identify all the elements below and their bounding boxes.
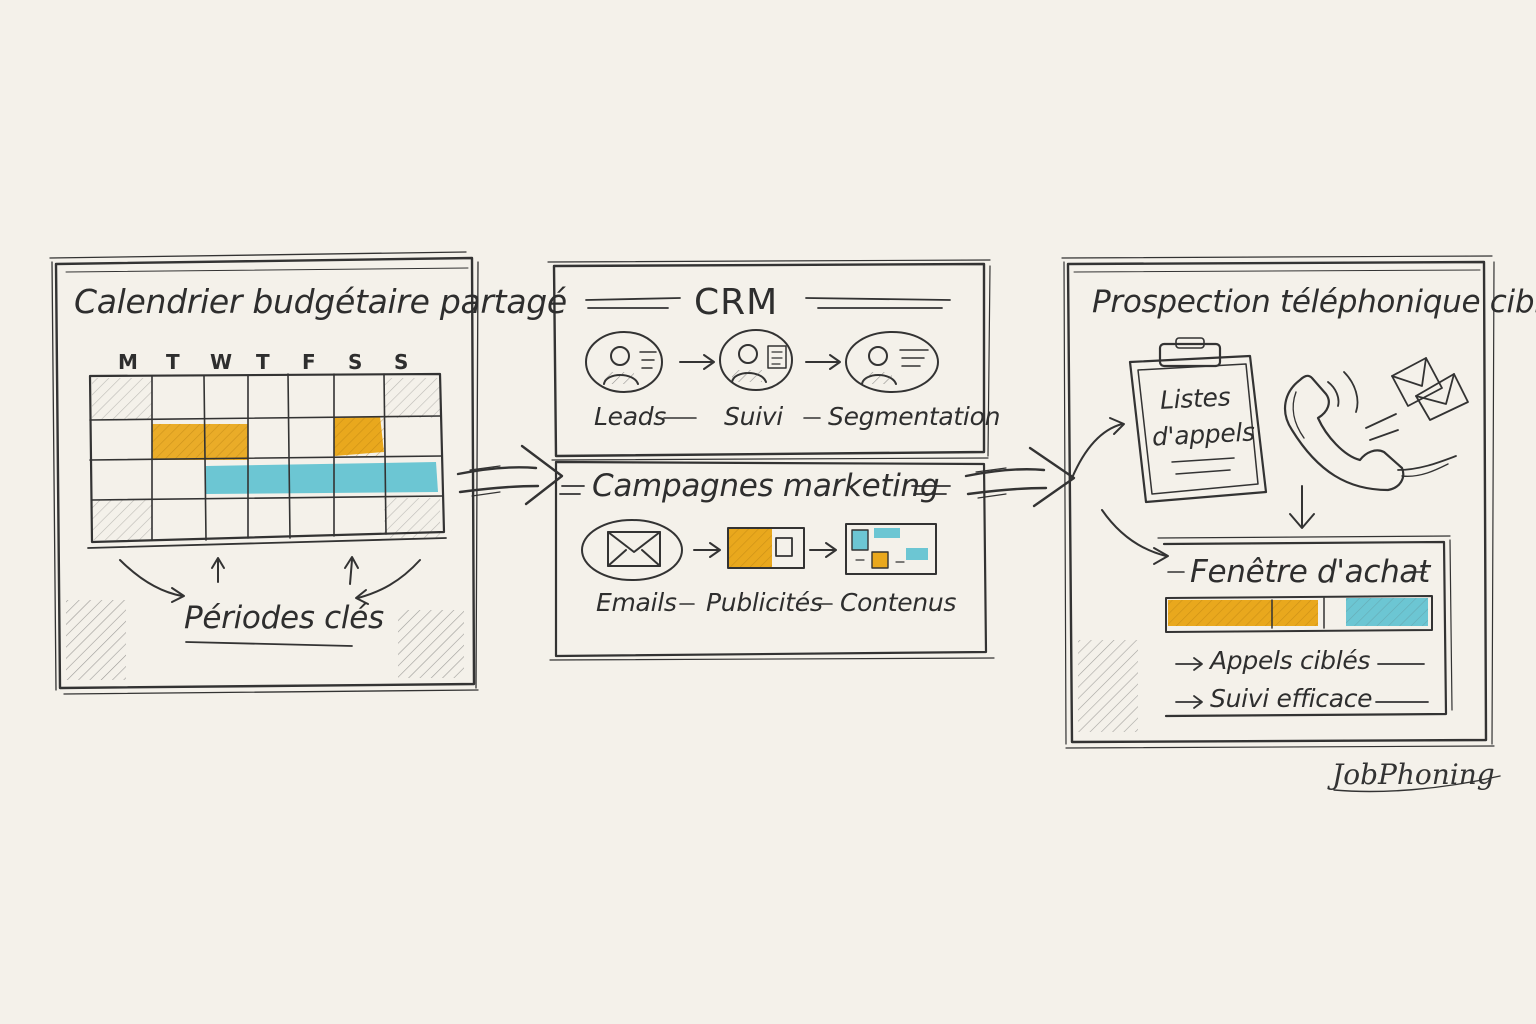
campaigns-panel-frame bbox=[549, 460, 995, 661]
key-period-arrows bbox=[119, 556, 421, 647]
campaign-step-emails: Emails bbox=[596, 588, 677, 617]
flow-arrow-2 bbox=[964, 446, 1076, 508]
day-label: T bbox=[256, 350, 270, 374]
crm-leads-icon bbox=[585, 331, 663, 393]
clipboard-icon bbox=[1128, 337, 1268, 504]
result-efficient-followup: Suivi efficace bbox=[1210, 684, 1373, 713]
content-icon bbox=[845, 523, 937, 575]
flow-arrow-3 bbox=[1071, 417, 1169, 565]
key-period-cyan bbox=[206, 462, 438, 494]
purchase-window-bar bbox=[1165, 595, 1433, 633]
crm-arrow bbox=[679, 354, 715, 370]
day-label: M bbox=[118, 350, 138, 374]
calendar-title: Calendrier budgétaire partagé bbox=[74, 282, 567, 321]
crm-step-leads: Leads bbox=[594, 402, 667, 431]
down-arrow bbox=[1289, 485, 1315, 529]
day-label: T bbox=[166, 350, 180, 374]
clipboard-line-1: Listes bbox=[1159, 382, 1232, 415]
purchase-window-title: Fenêtre d'achat bbox=[1190, 554, 1430, 590]
envelope-icon bbox=[1391, 357, 1469, 421]
phone-icon bbox=[1283, 371, 1457, 492]
crm-step-segmentation: Segmentation bbox=[828, 402, 1001, 431]
day-label: S bbox=[394, 350, 409, 374]
brand-logo: JobPhoning bbox=[1332, 758, 1495, 791]
hatch-decoration bbox=[398, 610, 464, 678]
key-periods-caption: Périodes clés bbox=[184, 600, 384, 636]
brand-swash bbox=[1333, 775, 1501, 793]
crm-title: CRM bbox=[694, 282, 779, 323]
campaign-step-content: Contenus bbox=[840, 588, 957, 617]
hatch-decoration bbox=[66, 600, 126, 680]
campaign-step-ads: Publicités bbox=[706, 588, 823, 617]
day-label: W bbox=[210, 350, 233, 374]
campaign-arrow bbox=[693, 542, 721, 558]
ads-icon bbox=[727, 527, 805, 569]
crm-arrow bbox=[805, 354, 841, 370]
result-arrows bbox=[1175, 657, 1429, 709]
prospection-panel-frame bbox=[1061, 255, 1495, 749]
clipboard-line-2: d'appels bbox=[1151, 417, 1256, 452]
purchase-window-frame bbox=[1157, 535, 1453, 718]
day-label: F bbox=[302, 350, 316, 374]
email-icon bbox=[581, 519, 683, 581]
crm-segmentation-icon bbox=[845, 331, 939, 393]
calendar-panel-frame bbox=[49, 251, 479, 695]
campaigns-title: Campagnes marketing bbox=[592, 468, 940, 504]
result-targeted-calls: Appels ciblés bbox=[1210, 646, 1371, 675]
campaign-arrow bbox=[809, 542, 837, 558]
crm-suivi-icon bbox=[719, 329, 793, 391]
prospection-title: Prospection téléphonique ciblée bbox=[1092, 284, 1536, 320]
crm-step-suivi: Suivi bbox=[724, 402, 783, 431]
day-label: S bbox=[348, 350, 363, 374]
hatch-decoration bbox=[1078, 640, 1138, 732]
calendar-grid bbox=[87, 372, 447, 549]
flow-arrow-1 bbox=[456, 444, 564, 506]
crm-panel-frame bbox=[547, 259, 991, 461]
